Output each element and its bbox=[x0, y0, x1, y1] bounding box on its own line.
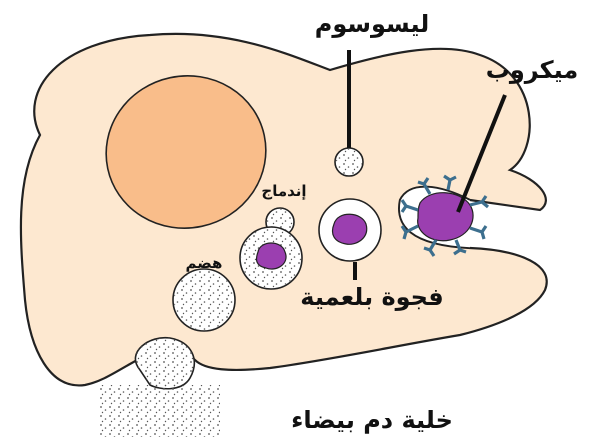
label-fusion: إندماج bbox=[261, 182, 306, 200]
label-microbe: ميكروب bbox=[486, 56, 579, 84]
engulfed-microbe bbox=[333, 214, 367, 244]
label-digestion: هضم bbox=[186, 254, 223, 272]
label-phagocytic-vacuole: فجوة بلعمية bbox=[300, 283, 443, 311]
expelled-debris bbox=[100, 385, 220, 437]
digesting-microbe bbox=[257, 243, 287, 269]
label-white-blood-cell: خلية دم بيضاء bbox=[291, 406, 453, 434]
label-lysosome: ليسوسوم bbox=[315, 10, 430, 38]
